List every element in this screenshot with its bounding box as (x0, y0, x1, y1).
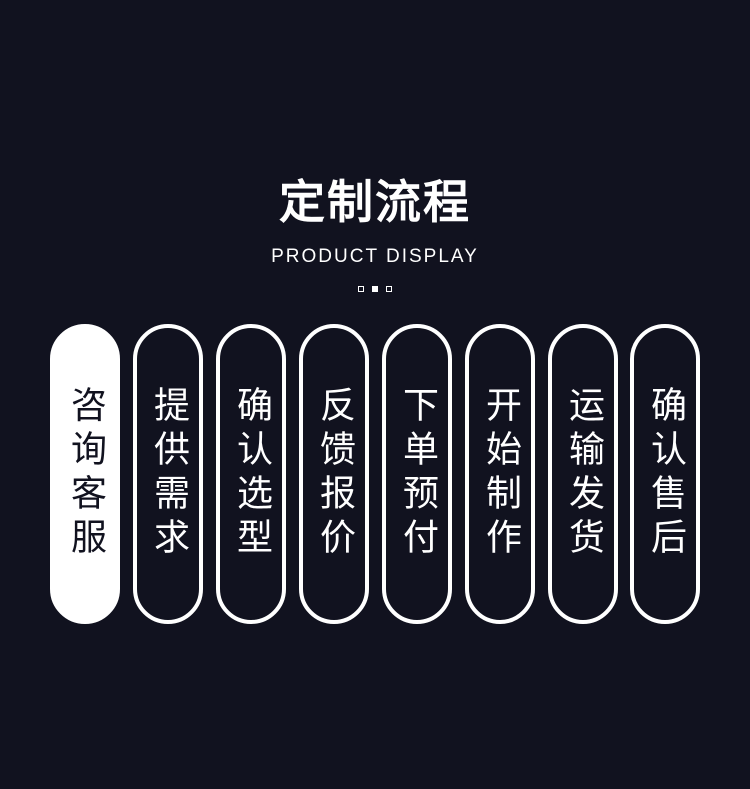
step-order-prepay[interactable]: 下单预付 (382, 324, 452, 624)
page-subtitle: PRODUCT DISPLAY (271, 246, 479, 267)
process-steps: 咨询客服 提供需求 确认选型 反馈报价 下单预付 开始制作 运输发货 确认售后 (50, 324, 700, 624)
pagination-dots (0, 286, 750, 292)
dot-indicator (358, 286, 364, 292)
step-quote[interactable]: 反馈报价 (299, 324, 369, 624)
step-label: 咨询客服 (65, 386, 106, 562)
step-label: 开始制作 (480, 386, 521, 562)
step-label: 下单预付 (397, 386, 438, 562)
step-provide-requirements[interactable]: 提供需求 (133, 324, 203, 624)
step-label: 确认选型 (231, 386, 272, 562)
step-label: 反馈报价 (314, 386, 355, 562)
step-consult[interactable]: 咨询客服 (50, 324, 120, 624)
step-after-sales[interactable]: 确认售后 (630, 324, 700, 624)
step-label: 提供需求 (148, 386, 189, 562)
page-title: 定制流程 (279, 175, 471, 229)
step-label: 运输发货 (563, 386, 604, 562)
step-label: 确认售后 (645, 386, 686, 562)
step-start-production[interactable]: 开始制作 (465, 324, 535, 624)
dot-indicator (386, 286, 392, 292)
dot-indicator-active (372, 286, 378, 292)
step-confirm-selection[interactable]: 确认选型 (216, 324, 286, 624)
step-shipping[interactable]: 运输发货 (548, 324, 618, 624)
